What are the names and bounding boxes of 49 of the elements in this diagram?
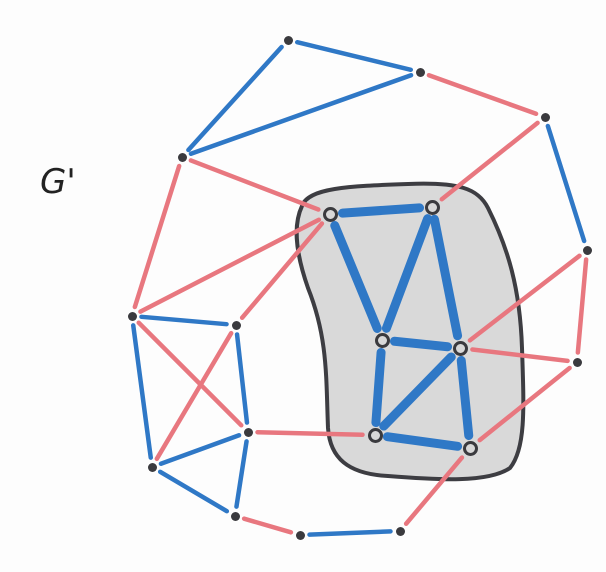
graph-edge <box>430 214 462 340</box>
vertex-dot <box>284 36 292 44</box>
graph-edge <box>338 203 424 218</box>
graph-edge <box>379 352 456 431</box>
graph-edge <box>139 314 229 326</box>
vertex-dot <box>540 112 550 122</box>
graph-edge <box>330 221 382 333</box>
graph-edge <box>440 120 540 202</box>
vertex-dot <box>396 526 404 536</box>
graph-edge <box>186 44 284 152</box>
graph-edge <box>546 124 586 244</box>
graph-edge <box>382 432 462 451</box>
vertex-dot <box>232 320 240 330</box>
graph-edge <box>188 158 321 212</box>
vertex-dot <box>178 152 186 162</box>
graph-edge <box>382 214 432 333</box>
graph-edge <box>234 332 250 425</box>
vertex-dot <box>582 246 592 254</box>
graph-edge <box>470 347 570 364</box>
graph-edge <box>158 433 242 466</box>
vertex-dot <box>230 512 240 520</box>
graph-edge <box>456 356 474 440</box>
vertex-dot <box>148 462 156 472</box>
graph-edge <box>371 348 386 428</box>
graph-edge <box>158 470 230 514</box>
graph-edge <box>132 164 182 310</box>
graph-edge <box>294 40 414 72</box>
graph-edge <box>478 366 572 442</box>
graph-edge <box>468 254 582 343</box>
graph-edge <box>188 72 414 156</box>
graph-edge <box>154 330 234 462</box>
graph-edge <box>426 72 538 116</box>
graph-edge <box>131 323 153 460</box>
vertex-dot <box>572 358 582 366</box>
vertex-dot <box>296 530 304 540</box>
vertex-dot <box>416 68 424 76</box>
graph-edge <box>136 320 244 428</box>
graph-edge <box>255 430 365 437</box>
graph-edge <box>138 217 322 314</box>
graph-label: G' <box>40 165 76 199</box>
vertex-dot <box>128 312 136 320</box>
graph-edge <box>307 529 393 537</box>
graph-edge <box>242 516 294 535</box>
graph-edge <box>234 439 249 509</box>
graph-edge <box>404 455 464 526</box>
graph-edge <box>576 257 588 355</box>
graph-edge <box>390 336 452 352</box>
vertex-dot <box>244 428 252 436</box>
graph-edge <box>240 221 324 320</box>
